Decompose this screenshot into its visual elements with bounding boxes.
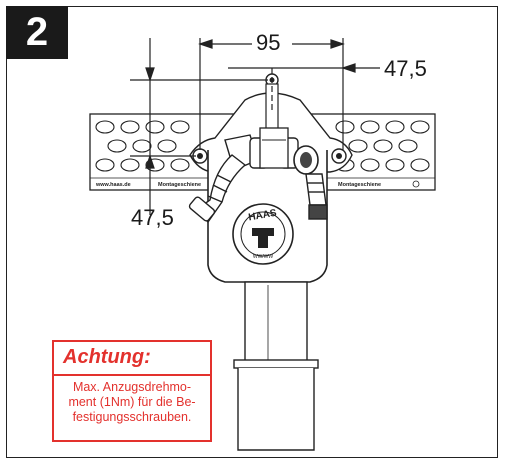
rail-label-left: Montageschiene: [158, 182, 201, 188]
warning-divider: [54, 374, 210, 376]
warning-title: Achtung:: [63, 346, 151, 368]
rail-label-right: Montageschiene: [338, 182, 381, 188]
warning-text: Max. Anzugsdrehmo- ment (1Nm) für die Be…: [68, 380, 196, 424]
rail-mark-icon: [412, 180, 420, 188]
outlet-pipe: [233, 281, 319, 451]
rail-url-text: www.haas.de: [95, 182, 131, 188]
dimension-lines: [130, 38, 380, 215]
warning-box: Achtung: Max. Anzugsdrehmo- ment (1Nm) f…: [52, 340, 212, 442]
haas-logo: HAAS WW/WW: [232, 203, 294, 265]
logo-brand: HAAS: [248, 208, 278, 224]
step-number-badge: 2: [6, 6, 68, 59]
dimension-width-label: 95: [256, 30, 281, 55]
logo-model: WW/WW: [253, 254, 274, 260]
dimension-offset-left-label: 47,5: [131, 205, 174, 230]
rail-holes: [95, 120, 430, 172]
diagram-frame: [6, 6, 498, 458]
dimension-offset-right-label: 47,5: [384, 56, 427, 81]
left-hose: [188, 154, 247, 224]
right-hose: [305, 173, 328, 220]
